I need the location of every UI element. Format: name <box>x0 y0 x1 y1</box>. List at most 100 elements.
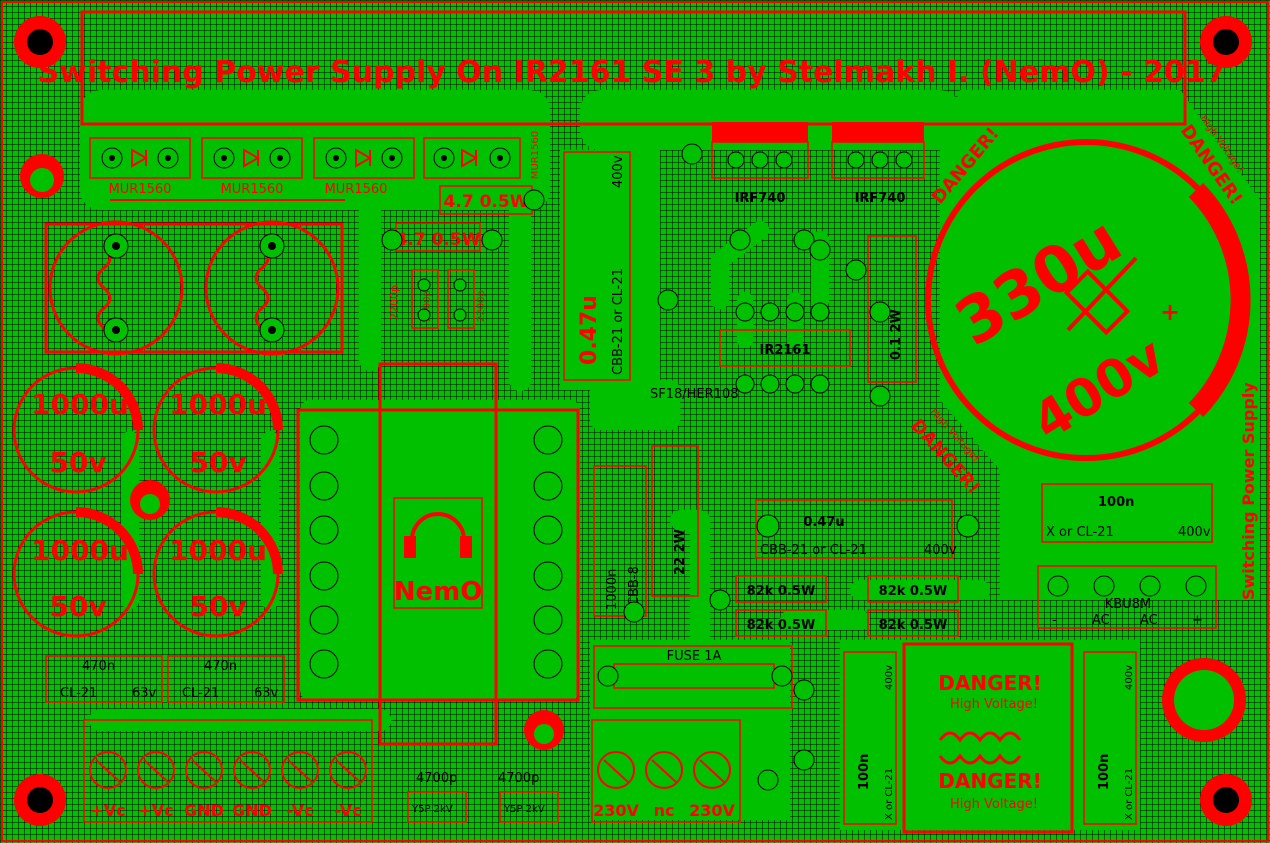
cap-1000u-4: 1000u 50v <box>152 507 283 638</box>
svg-text:FUSE 1A: FUSE 1A <box>667 649 722 664</box>
mounting-holes <box>14 16 1252 826</box>
svg-text:2200p: 2200p <box>476 290 487 322</box>
ic-ir2161: IR2161 SF18/HER108 <box>650 302 851 402</box>
svg-text:22 2W: 22 2W <box>673 529 688 575</box>
headphone-icon <box>130 480 170 520</box>
mount-hole-br <box>1200 774 1252 826</box>
svg-text:SF18/HER108: SF18/HER108 <box>650 387 739 402</box>
svg-text:IRF740: IRF740 <box>735 191 786 206</box>
resistors-82k: 82k 0.5W 82k 0.5W 82k 0.5W 82k 0.5W <box>735 575 959 637</box>
cap-1000u-1: 1000u 50v <box>12 363 143 494</box>
svg-text:100n: 100n <box>857 754 872 790</box>
svg-text:82k 0.5W: 82k 0.5W <box>879 584 948 599</box>
svg-text:1000n: 1000n <box>605 569 620 610</box>
svg-text:63v: 63v <box>132 686 157 701</box>
main-transformer: NemO <box>296 362 580 746</box>
svg-text:82k 0.5W: 82k 0.5W <box>747 584 816 599</box>
cap-1000u-2: 1000u 50v <box>152 363 283 494</box>
svg-text:+Vc: +Vc <box>90 801 125 820</box>
svg-text:100n: 100n <box>1098 495 1134 510</box>
fuse: FUSE 1A <box>593 645 793 709</box>
headphone-logo-icons <box>20 154 1246 750</box>
cap-047u-mid: 0.47u CBB-21 or CL-21 400v <box>755 499 980 559</box>
svg-text:High Voltage!: High Voltage! <box>950 697 1038 712</box>
title-block: Switching Power Supply On IR2161 SE 3 by… <box>38 10 1227 126</box>
svg-text:CBB-21 or CL-21: CBB-21 or CL-21 <box>611 268 626 375</box>
svg-text:AC: AC <box>1092 613 1110 628</box>
svg-text:IRF740: IRF740 <box>855 191 906 206</box>
electrolytic-caps: 1000u 50v 1000u 50v 1000u 50v 1000u 50v <box>12 363 283 638</box>
svg-text:GND: GND <box>232 801 272 820</box>
input-inductors <box>44 220 344 356</box>
headphone-icon <box>20 154 64 198</box>
svg-text:CL-21: CL-21 <box>182 686 219 701</box>
svg-text:-Vc: -Vc <box>286 801 313 820</box>
caps-100n-bottom: 100n X or CL-21 400v 100n X or CL-21 400… <box>843 651 1137 825</box>
svg-text:82k 0.5W: 82k 0.5W <box>879 618 948 633</box>
svg-text:0.47u: 0.47u <box>577 295 602 365</box>
svg-text:400v: 400v <box>884 665 895 690</box>
svg-text:1000u: 1000u <box>169 534 267 567</box>
common-mode-choke: DANGER! High Voltage! DANGER! High Volta… <box>902 642 1074 834</box>
svg-text:CBB-21 or CL-21: CBB-21 or CL-21 <box>760 543 867 558</box>
svg-text:50v: 50v <box>189 446 246 479</box>
svg-text:X or CL-21: X or CL-21 <box>884 768 895 820</box>
svg-text:0.47u: 0.47u <box>803 515 844 530</box>
cap-cbb8: 1000n CBB-8 <box>593 465 647 617</box>
svg-text:400v: 400v <box>1124 665 1135 690</box>
svg-text:50v: 50v <box>49 446 106 479</box>
cap-047u-left: 0.47u CBB-21 or CL-21 400v <box>563 151 631 381</box>
diode-d1: MUR1560 <box>89 137 191 197</box>
cap-1000u-3: 1000u 50v <box>12 507 143 638</box>
mount-hole-tl <box>14 16 66 68</box>
svg-text:400v: 400v <box>611 155 626 188</box>
resistors-4r7: 4.7 0.5W 4.7 0.5W <box>395 185 533 252</box>
headphone-icon <box>1162 658 1246 742</box>
side-label: Switching Power Supply <box>1239 382 1258 600</box>
resistor-0r1-2w: 0.1 2W <box>867 235 917 383</box>
svg-text:1000u: 1000u <box>31 534 129 567</box>
copper-planes <box>80 90 1260 830</box>
svg-text:DANGER!: DANGER! <box>938 769 1041 793</box>
svg-text:GND: GND <box>184 801 224 820</box>
mount-hole-bl <box>14 774 66 826</box>
caps-2200p: 2200p 2200p 2200p <box>388 269 487 329</box>
svg-text:50v: 50v <box>49 590 106 623</box>
svg-text:-: - <box>1052 613 1057 628</box>
svg-text:4.7 0.5W: 4.7 0.5W <box>396 230 481 250</box>
svg-text:nc: nc <box>654 801 675 820</box>
svg-text:+Vc: +Vc <box>138 801 173 820</box>
svg-text:Y5P 2kV: Y5P 2kV <box>503 804 545 815</box>
diode-d4: MUR1560 <box>423 131 541 179</box>
svg-text:1000u: 1000u <box>31 388 129 421</box>
bridge-kbu8m: KBU8M - AC AC + <box>1037 565 1217 629</box>
svg-text:2200p: 2200p <box>388 285 401 320</box>
svg-text:470n: 470n <box>204 659 237 674</box>
svg-text:0.1 2W: 0.1 2W <box>889 309 904 360</box>
board-title: Switching Power Supply On IR2161 SE 3 by… <box>38 55 1227 90</box>
svg-text:+: + <box>1192 613 1203 628</box>
svg-text:470n: 470n <box>82 659 115 674</box>
diode-d3: MUR1560 <box>313 137 415 197</box>
svg-text:230V: 230V <box>689 801 735 820</box>
svg-text:+: + <box>1160 298 1180 326</box>
resistor-22r-2w: 22 2W <box>651 445 699 597</box>
output-terminals: +Vc +Vc GND GND -Vc -Vc <box>83 719 373 823</box>
svg-text:DANGER!: DANGER! <box>938 671 1041 695</box>
svg-text:4700p: 4700p <box>416 771 457 786</box>
svg-text:63v: 63v <box>254 686 279 701</box>
terminal-screws <box>89 751 367 789</box>
svg-text:X or CL-21: X or CL-21 <box>1124 768 1135 820</box>
svg-text:MUR1560: MUR1560 <box>221 182 284 197</box>
svg-text:X or CL-21: X or CL-21 <box>1046 525 1114 540</box>
svg-text:-Vc: -Vc <box>334 801 361 820</box>
svg-text:IR2161: IR2161 <box>759 343 810 358</box>
svg-text:400v: 400v <box>1178 525 1211 540</box>
svg-text:82k 0.5W: 82k 0.5W <box>747 618 816 633</box>
svg-text:100n: 100n <box>1097 754 1112 790</box>
svg-text:4.7 0.5W: 4.7 0.5W <box>444 192 529 212</box>
svg-text:NemO: NemO <box>394 577 483 607</box>
svg-text:High Voltage!: High Voltage! <box>950 797 1038 812</box>
